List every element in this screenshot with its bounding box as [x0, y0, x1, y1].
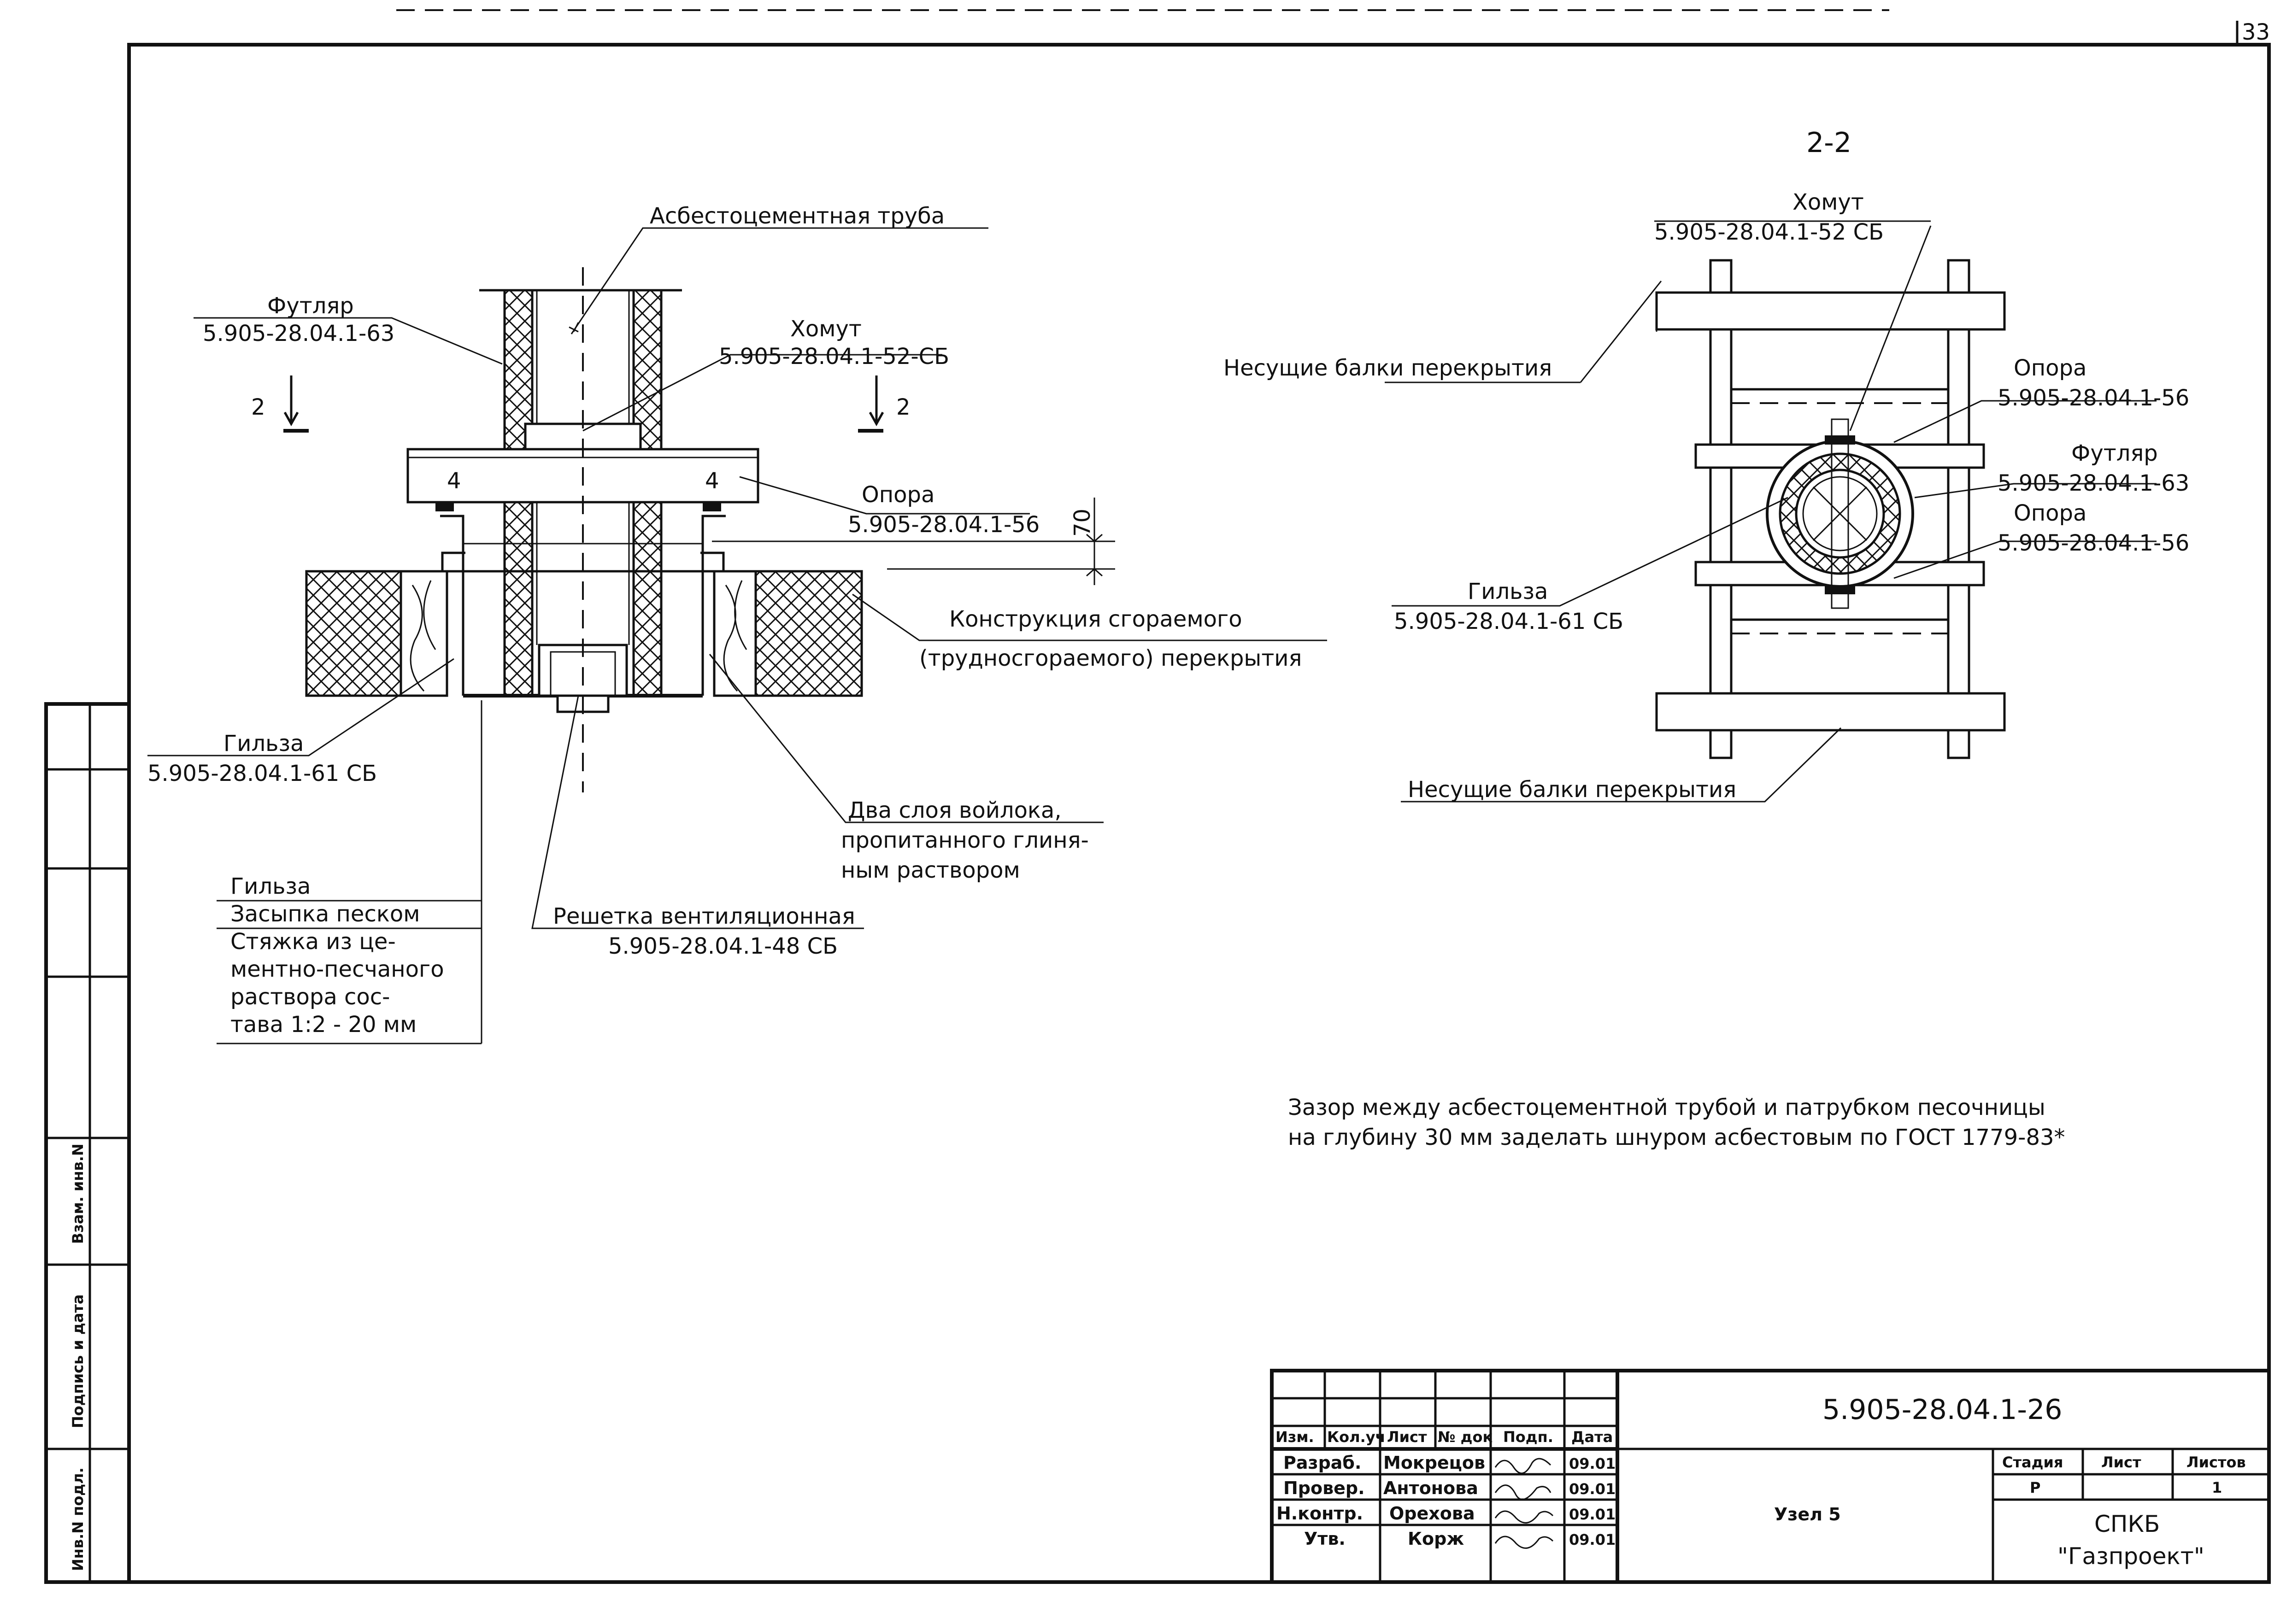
- right-plan-view: [1385, 220, 2157, 803]
- tb-sheets-value: 1: [2212, 1479, 2222, 1496]
- r-label-clamp-name: Хомут: [1792, 189, 1864, 215]
- note-line-1: Зазор между асбестоцементной трубой и па…: [1288, 1095, 2045, 1120]
- side-stamp-replace: Взам. инв.N: [69, 1143, 87, 1244]
- r-label-clamp-code: 5.905-28.04.1-52 СБ: [1654, 219, 1884, 245]
- tb-stage-value: Р: [2030, 1479, 2040, 1496]
- label-support-code: 5.905-28.04.1-56: [848, 512, 1040, 538]
- title-block: [1270, 1369, 2271, 1584]
- r-label-support1-name: Опора: [2014, 355, 2086, 381]
- r-label-support1-code: 5.905-28.04.1-56: [1998, 385, 2189, 411]
- tb-role-1: Провер.: [1283, 1478, 1365, 1498]
- tb-stage-header: Стадия: [2002, 1454, 2063, 1471]
- r-label-sleeve-code: 5.905-28.04.1-61 СБ: [1394, 609, 1623, 634]
- side-stamp-inv: Инв.N подл.: [69, 1467, 87, 1571]
- r-label-support2-code: 5.905-28.04.1-56: [1998, 530, 2189, 556]
- r-label-beams-bottom: Несущие балки перекрытия: [1408, 777, 1736, 803]
- page-number: 33: [2242, 19, 2270, 45]
- r-label-case-name: Футляр: [2071, 440, 2158, 466]
- layer-3: ментно-песчаного: [230, 956, 444, 982]
- section-mark-left: 2: [251, 394, 265, 420]
- layer-4: раствора сос-: [230, 984, 390, 1010]
- label-case-name: Футляр: [267, 293, 354, 319]
- tb-header-izm: Изм.: [1275, 1428, 1314, 1446]
- tb-date-1: 09.01: [1569, 1480, 1616, 1498]
- side-stamp: Взам. инв.N Подпись и дата Инв.N подл.: [44, 702, 131, 1584]
- label-grille-name: Решетка вентиляционная: [553, 903, 855, 929]
- tb-role-3: Утв.: [1304, 1529, 1346, 1549]
- tb-node-name: Узел 5: [1774, 1504, 1841, 1524]
- tb-sheets-header: Листов: [2186, 1454, 2246, 1471]
- tb-header-list: Лист: [1387, 1428, 1427, 1446]
- tb-date-2: 09.01: [1569, 1506, 1616, 1523]
- tb-org-line1: СПКБ: [2094, 1511, 2160, 1537]
- label-construction-1: Конструкция сгораемого: [949, 606, 1242, 632]
- tb-sheet-header: Лист: [2101, 1454, 2141, 1471]
- label-clamp-code: 5.905-28.04.1-52-СБ: [719, 344, 949, 369]
- side-stamp-sign: Подпись и дата: [69, 1294, 87, 1428]
- label-clamp-name: Хомут: [790, 316, 862, 342]
- label-felt-1: Два слоя войлока,: [848, 797, 1062, 823]
- section-title: 2-2: [1806, 127, 1851, 159]
- tb-header-podp: Подп.: [1503, 1428, 1553, 1446]
- layer-1: Засыпка песком: [230, 901, 420, 927]
- label-support-name: Опора: [862, 482, 934, 508]
- tb-header-ndoc: № док: [1438, 1428, 1493, 1446]
- label-sleeve-name: Гильза: [223, 731, 304, 756]
- label-felt-2: пропитанного глиня-: [841, 827, 1089, 853]
- tb-header-kol: Кол.уч: [1327, 1428, 1386, 1446]
- r-label-case-code: 5.905-28.04.1-63: [1998, 470, 2189, 496]
- label-asbestos-pipe: Асбестоцементная труба: [650, 203, 945, 229]
- tb-date-3: 09.01: [1569, 1531, 1616, 1548]
- tb-role-0: Разраб.: [1283, 1453, 1361, 1473]
- label-case-code: 5.905-28.04.1-63: [203, 321, 394, 346]
- mark-4-right: 4: [705, 468, 719, 494]
- layer-5: тава 1:2 - 20 мм: [230, 1012, 417, 1038]
- tb-doc-code: 5.905-28.04.1-26: [1822, 1394, 2062, 1426]
- label-sleeve-code: 5.905-28.04.1-61 СБ: [147, 761, 377, 786]
- tb-org-line2: "Газпроект": [2057, 1543, 2204, 1570]
- tb-name-3: Корж: [1408, 1529, 1464, 1549]
- r-label-sleeve-name: Гильза: [1468, 579, 1548, 604]
- tb-name-2: Орехова: [1389, 1503, 1475, 1524]
- label-construction-2: (трудносгораемого) перекрытия: [919, 645, 1302, 671]
- label-felt-3: ным раствором: [841, 857, 1020, 883]
- tb-role-2: Н.контр.: [1276, 1503, 1363, 1524]
- layer-2: Стяжка из це-: [230, 929, 396, 955]
- tb-name-1: Антонова: [1383, 1478, 1478, 1498]
- r-label-support2-name: Опора: [2014, 500, 2086, 526]
- tb-name-0: Мокрецов: [1383, 1453, 1485, 1473]
- note-line-2: на глубину 30 мм заделать шнуром асбесто…: [1288, 1125, 2065, 1150]
- label-grille-code: 5.905-28.04.1-48 СБ: [608, 933, 838, 959]
- tb-header-data: Дата: [1571, 1428, 1613, 1446]
- dimension-70: 70: [1070, 509, 1095, 537]
- tb-date-0: 09.01: [1569, 1455, 1616, 1472]
- mark-4-left: 4: [447, 468, 461, 494]
- layer-0: Гильза: [230, 874, 311, 899]
- r-label-beams-top: Несущие балки перекрытия: [1223, 355, 1552, 381]
- left-section-view: 2 2 4 4 70: [147, 227, 1327, 1044]
- section-mark-right: 2: [896, 394, 911, 420]
